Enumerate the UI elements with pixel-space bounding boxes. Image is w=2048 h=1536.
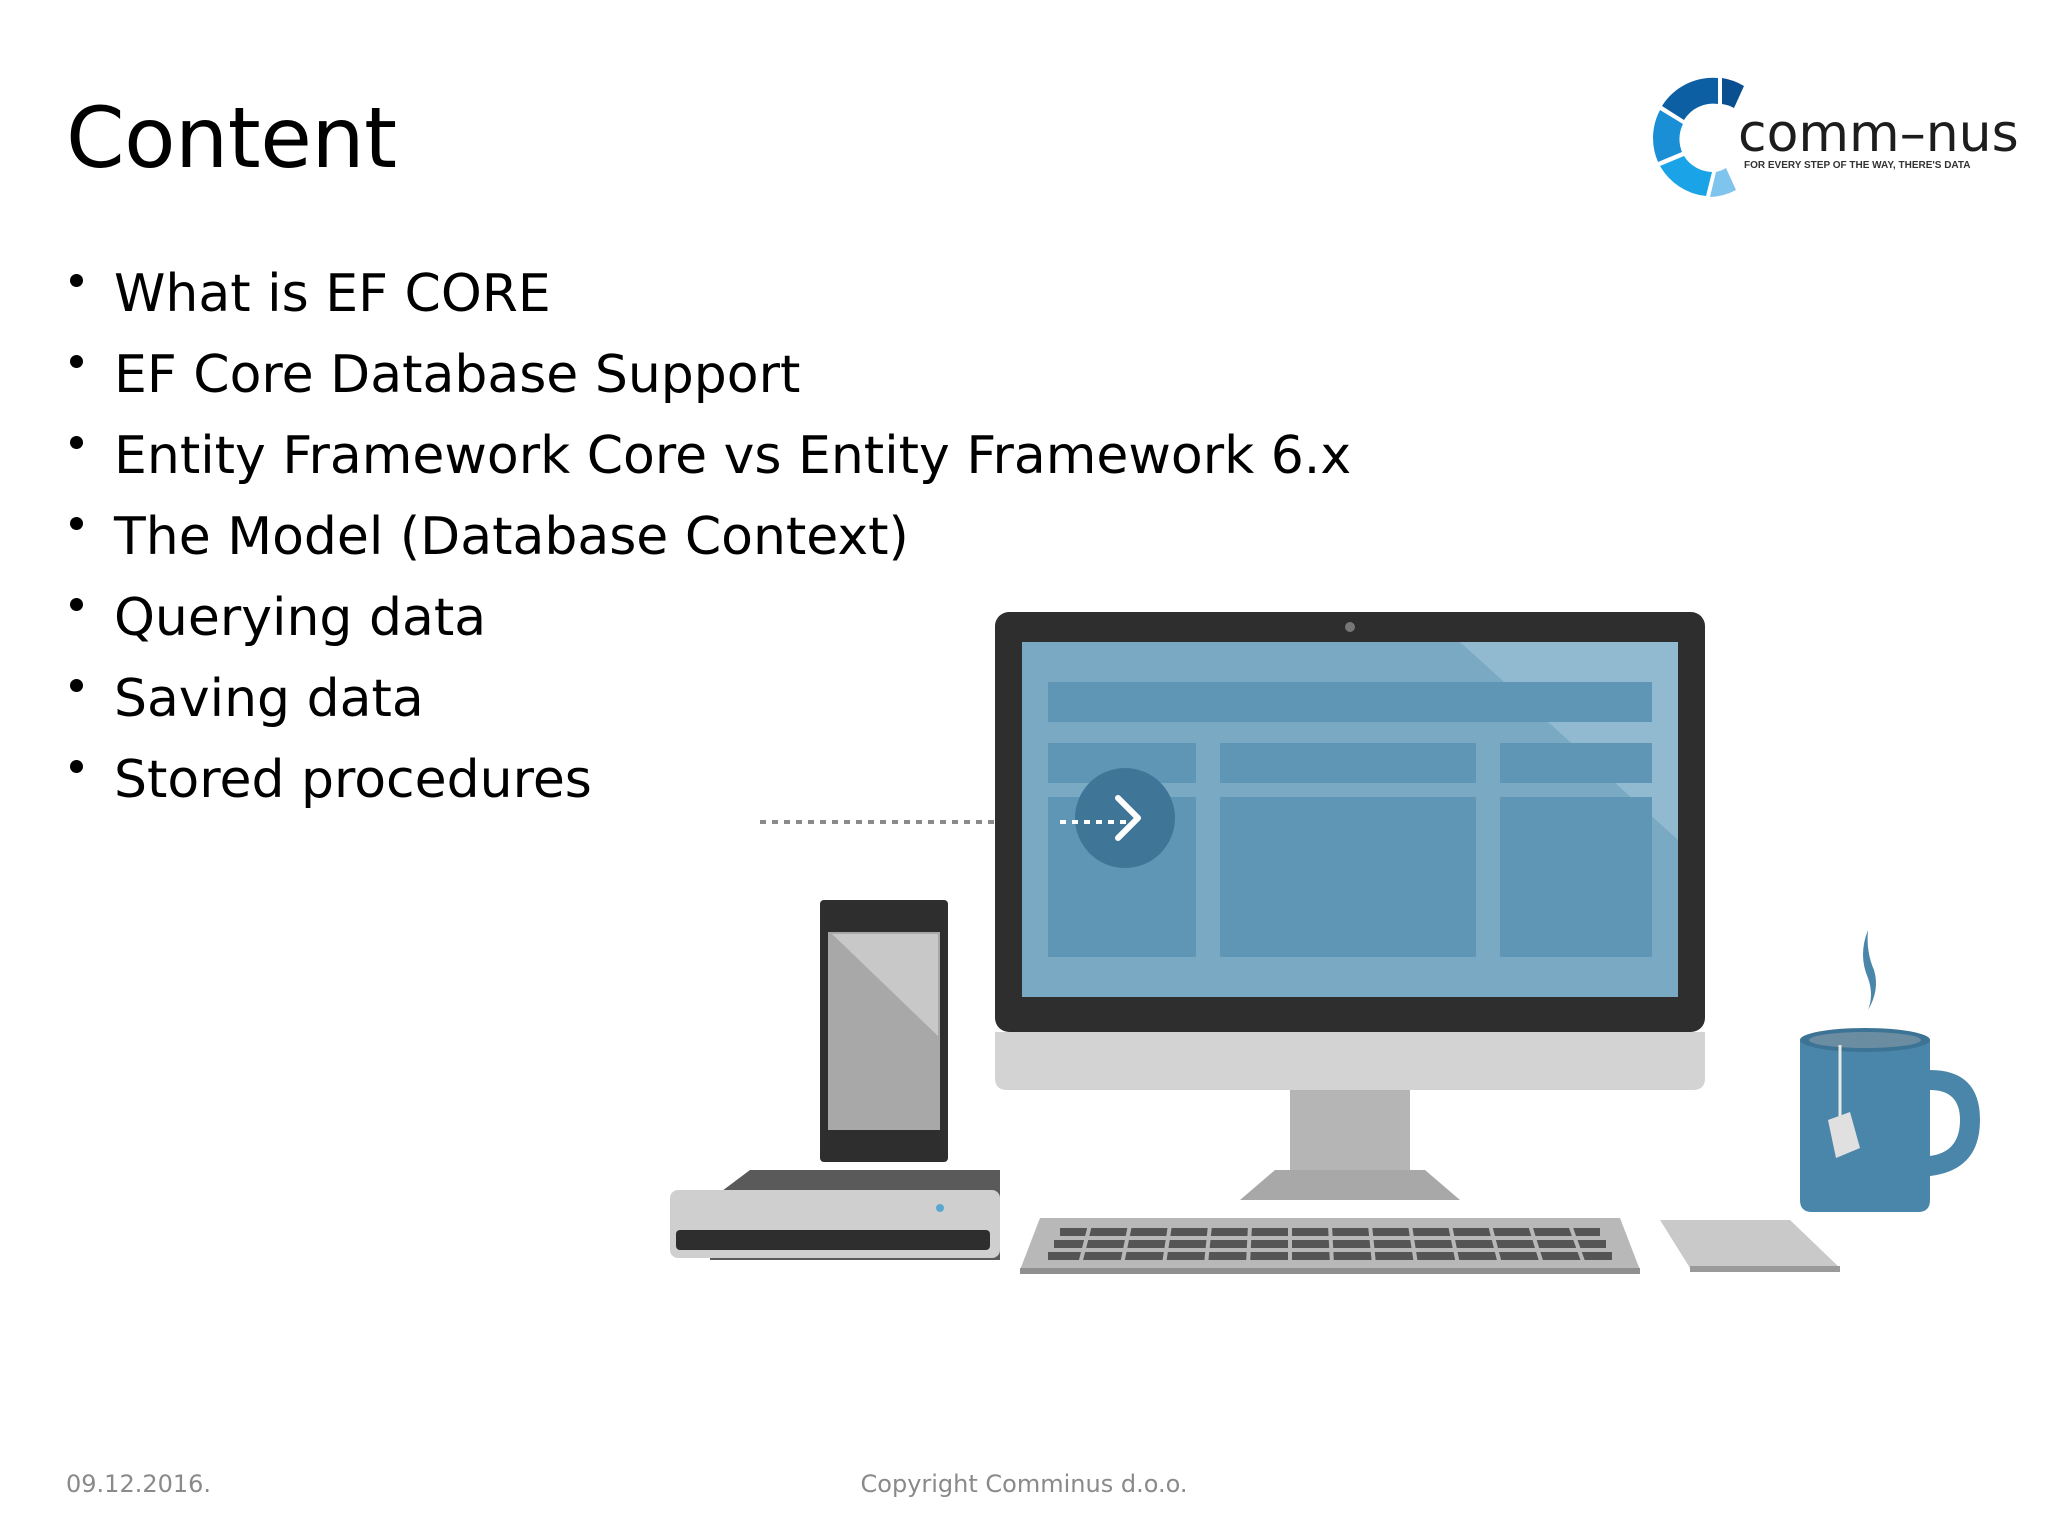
bullet-dot-icon xyxy=(70,760,83,773)
bullet-dot-icon xyxy=(70,679,83,692)
bullet-list: What is EF CORE EF Core Database Support… xyxy=(66,262,1351,829)
monitor-chin xyxy=(995,1032,1705,1090)
bullet-dot-icon xyxy=(70,517,83,530)
bullet-text: Stored procedures xyxy=(114,750,592,810)
logo-tagline: FOR EVERY STEP OF THE WAY, THERE'S DATA xyxy=(1744,160,1971,171)
bullet-text: Entity Framework Core vs Entity Framewor… xyxy=(114,426,1352,486)
mug xyxy=(1800,1040,1930,1212)
bullet-item: The Model (Database Context) xyxy=(66,505,1351,586)
bullet-item: EF Core Database Support xyxy=(66,343,1351,424)
arrow-circle-icon xyxy=(1075,768,1175,868)
bullet-dot-icon xyxy=(70,274,83,287)
trackpad xyxy=(1660,1220,1840,1268)
bullet-text: The Model (Database Context) xyxy=(114,507,909,567)
company-logo: comm–nus FOR EVERY STEP OF THE WAY, THER… xyxy=(1640,66,2020,206)
computer-illustration xyxy=(670,612,1980,1274)
logo-ring-icon xyxy=(1653,77,1744,197)
bullet-dot-icon xyxy=(70,355,83,368)
bullet-dot-icon xyxy=(70,436,83,449)
bullet-item: Saving data xyxy=(66,667,1351,748)
camera-icon xyxy=(1345,622,1355,632)
footer-copyright: Copyright Comminus d.o.o. xyxy=(860,1470,1188,1498)
bullet-text: Querying data xyxy=(114,588,487,648)
bullet-item: Stored procedures xyxy=(66,748,1351,829)
slide-title: Content xyxy=(66,89,397,187)
chevron-right-icon xyxy=(1115,795,1141,841)
bullet-text: EF Core Database Support xyxy=(114,345,801,405)
bullet-dot-icon xyxy=(70,598,83,611)
steam-icon xyxy=(1863,930,1876,1010)
bullet-text: Saving data xyxy=(114,669,424,729)
bullet-text: What is EF CORE xyxy=(114,264,551,324)
bullet-item: Entity Framework Core vs Entity Framewor… xyxy=(66,424,1351,505)
logo-wordmark: comm–nus xyxy=(1738,104,2019,164)
monitor-stand xyxy=(1290,1090,1410,1170)
footer-date: 09.12.2016. xyxy=(66,1470,212,1498)
bullet-item: Querying data xyxy=(66,586,1351,667)
bullet-item: What is EF CORE xyxy=(66,262,1351,343)
